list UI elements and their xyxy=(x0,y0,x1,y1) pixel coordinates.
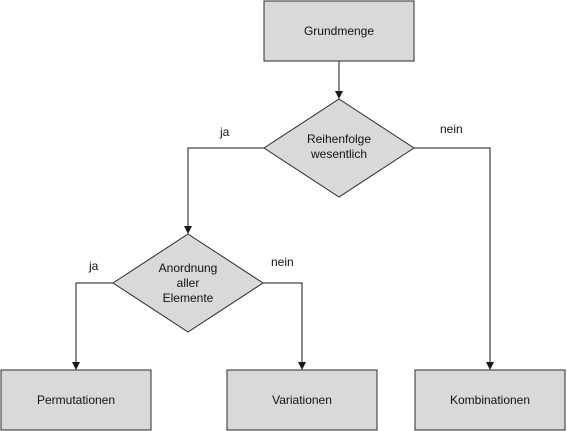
edge-label-anordnung-yes: ja xyxy=(88,259,99,273)
node-reihenfolge-decision: Reihenfolge wesentlich xyxy=(263,98,415,198)
edge-label-reihenfolge-yes: ja xyxy=(219,125,230,139)
node-anordnung-line1: Anordnung xyxy=(159,261,218,275)
arrowhead-icon xyxy=(335,91,343,99)
edge-grundmenge-to-reihenfolge xyxy=(335,61,343,99)
node-reihenfolge-line1: Reihenfolge xyxy=(307,132,371,146)
node-grundmenge-label: Grundmenge xyxy=(304,24,374,38)
arrowhead-icon xyxy=(298,362,306,370)
node-anordnung-line2: aller xyxy=(177,276,200,290)
node-reihenfolge-line2: wesentlich xyxy=(310,147,367,161)
node-variationen-label: Variationen xyxy=(272,393,332,407)
node-kombinationen: Kombinationen xyxy=(414,369,566,431)
edge-label-anordnung-no: nein xyxy=(271,255,294,269)
edge-label-reihenfolge-no: nein xyxy=(440,122,463,136)
node-variationen: Variationen xyxy=(226,369,378,431)
edge-reihenfolge-no: nein xyxy=(414,122,494,370)
edge-reihenfolge-yes: ja xyxy=(184,125,264,234)
edge-anordnung-yes: ja xyxy=(72,259,113,370)
node-anordnung-line3: Elemente xyxy=(163,291,214,305)
node-kombinationen-label: Kombinationen xyxy=(450,393,530,407)
node-grundmenge: Grundmenge xyxy=(263,0,415,62)
arrowhead-icon xyxy=(486,362,494,370)
node-anordnung-decision: Anordnung aller Elemente xyxy=(112,233,264,333)
node-permutationen: Permutationen xyxy=(0,369,152,431)
arrowhead-icon xyxy=(184,226,192,234)
arrowhead-icon xyxy=(72,362,80,370)
edge-anordnung-no: nein xyxy=(263,255,306,370)
node-permutationen-label: Permutationen xyxy=(37,393,115,407)
